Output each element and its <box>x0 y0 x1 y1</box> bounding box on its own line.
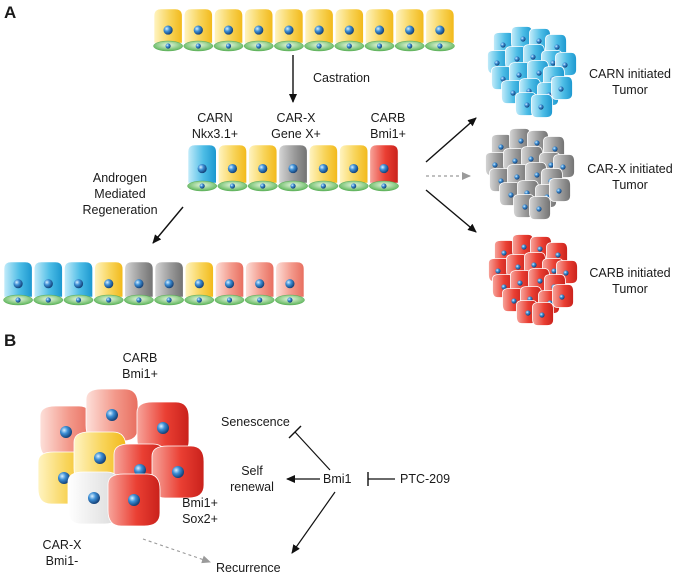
epithelial-cell-yellow <box>274 8 304 52</box>
epithelial-cell-yellow <box>334 8 365 52</box>
label-b-bmi-sox: Bmi1+Sox2+ <box>182 496 218 526</box>
epithelial-cell-blue <box>3 261 33 306</box>
tumor-cluster-carx <box>485 128 575 220</box>
arrow-recurrence <box>291 491 336 554</box>
epithelial-cell-yellow <box>184 261 215 306</box>
tumor-cell-salmon <box>85 388 139 442</box>
epithelium-row-castrated <box>187 144 399 192</box>
epithelial-cell-yellow <box>364 8 395 52</box>
inhibit-line-senescence <box>294 431 331 471</box>
epithelial-cell-salmon <box>275 261 305 306</box>
tumor-cell-red <box>107 473 161 527</box>
tumor-cell-gray <box>529 196 551 220</box>
epithelial-cell-yellow <box>394 8 425 52</box>
tumor-cluster-carn <box>487 26 577 118</box>
epithelial-cell-yellow <box>243 8 274 52</box>
epithelial-cell-blue <box>33 261 64 306</box>
tumor-cell-red <box>532 302 554 326</box>
arrow-to-carb-tumor <box>425 189 477 233</box>
epithelial-cell-red <box>369 144 399 192</box>
epithelial-cell-yellow <box>153 8 183 52</box>
epithelial-cell-gray <box>124 261 154 306</box>
epithelial-cell-salmon <box>214 261 245 306</box>
epithelial-cell-blue <box>63 261 94 306</box>
arrow-regeneration <box>152 206 184 244</box>
epithelial-cell-gray <box>278 144 308 192</box>
label-bmi1: Bmi1 <box>323 472 352 486</box>
label-castration: Castration <box>313 71 370 85</box>
tumor-cell-red <box>552 284 574 308</box>
epithelium-row-intact <box>153 8 455 52</box>
epithelial-cell-yellow <box>213 8 244 52</box>
tumor-cell-yellow <box>73 431 127 485</box>
label-ptc209: PTC-209 <box>400 472 451 486</box>
label-recurrence: Recurrence <box>216 561 281 575</box>
tumor-cell-white <box>67 471 121 525</box>
tumor-cell-gray <box>549 178 571 202</box>
inhibit-bar-senescence <box>288 425 302 439</box>
arrow-carx-recurrence <box>142 538 211 564</box>
panel-label-b: B <box>4 331 17 350</box>
tumor-cell-blue <box>551 76 573 100</box>
tumor-cluster-panel-b <box>37 388 205 527</box>
epithelial-cell-yellow <box>183 8 214 52</box>
arrow-to-carn-tumor <box>425 117 477 163</box>
epithelial-cell-yellow <box>308 144 339 192</box>
epithelial-cell-salmon <box>244 261 275 306</box>
tumor-cell-blue <box>531 94 553 118</box>
tumor-cluster-carb <box>488 234 578 326</box>
epithelial-cell-yellow <box>338 144 369 192</box>
panel-label-a: A <box>4 3 17 22</box>
epithelial-cell-gray <box>154 261 184 306</box>
epithelial-cell-yellow <box>217 144 248 192</box>
epithelial-cell-yellow <box>247 144 278 192</box>
epithelium-row-regenerated <box>3 261 305 306</box>
label-senescence: Senescence <box>221 415 290 429</box>
epithelial-cell-yellow <box>304 8 334 52</box>
epithelial-cell-blue <box>187 144 217 192</box>
epithelial-cell-yellow <box>93 261 124 306</box>
epithelial-cell-yellow <box>425 8 455 52</box>
